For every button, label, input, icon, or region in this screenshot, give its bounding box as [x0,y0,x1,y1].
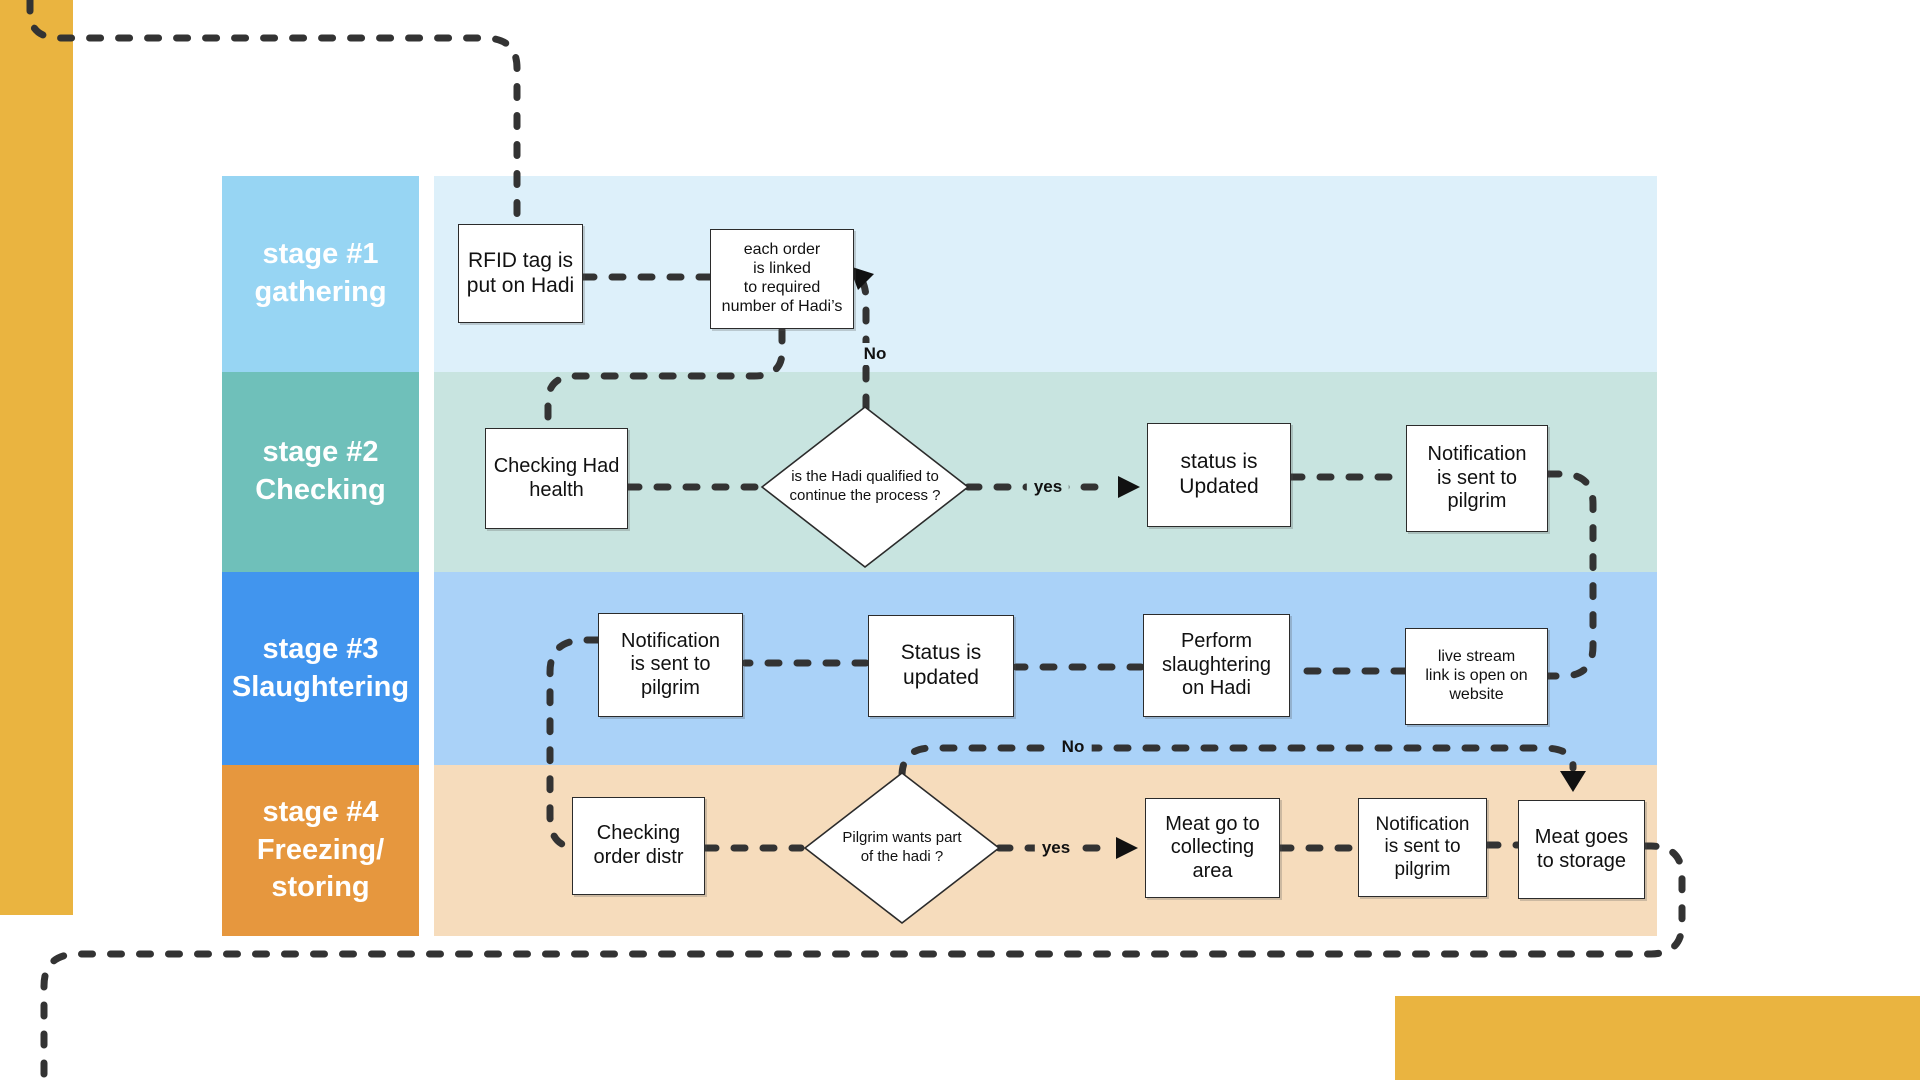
edge-wantspart-no [898,744,1577,780]
edge-label-no-bottom: No [1054,736,1092,758]
node-meat-storage: Meat goes to storage [1518,800,1645,899]
decision-qualified-label: is the Hadi qualified to continue the pr… [789,468,941,504]
lane-band-stage1 [434,176,1657,372]
edge-label-no-top: No [856,343,894,365]
arrowhead-yes-bottom [1116,837,1138,859]
node-notification-stage3: Notification is sent to pilgrim [598,613,743,717]
decision-wants-part-label: Pilgrim wants part of the hadi ? [842,829,962,865]
lane-label-stage4: stage #4 Freezing/ storing [222,765,419,936]
node-check-health: Checking Had health [485,428,628,529]
left-yellow-bar [0,0,73,915]
node-notification-stage2: Notification is sent to pilgrim [1406,425,1548,532]
edge-exit [40,842,1686,1080]
arrowhead-yes-top [1118,476,1140,498]
node-notification-stage4: Notification is sent to pilgrim [1358,798,1487,897]
node-status-updated-stage2: status is Updated [1147,423,1291,527]
arrowhead-no-bottom [1560,771,1586,792]
node-order-linked: each order is linked to required number … [710,229,854,329]
edge-notif3-checkorder [546,636,602,851]
node-meat-collecting-area: Meat go to collecting area [1145,798,1280,898]
edge-order-checkhealth [544,326,786,431]
edge-notif2-live [1544,470,1597,680]
node-live-stream: live stream link is open on website [1405,628,1548,725]
decision-qualified-shape [760,405,970,569]
node-status-updated-stage3: Status is updated [868,615,1014,717]
bottom-right-yellow-bar [1395,996,1920,1080]
lane-label-stage1: stage #1 gathering [222,176,419,372]
lane-label-stage3: stage #3 Slaughtering [222,572,419,765]
node-rfid-tag: RFID tag is put on Hadi [458,224,583,323]
node-check-order-distr: Checking order distr [572,797,705,895]
decision-wants-part-shape [803,771,1001,925]
edge-label-yes-top: yes [1026,476,1070,498]
lane-label-stage2: stage #2 Checking [222,372,419,572]
arrowhead-no-top [849,266,874,290]
edge-entry [26,0,521,226]
edge-qualified-no [848,266,870,412]
edge-label-yes-bottom: yes [1034,837,1078,859]
node-perform-slaughtering: Perform slaughtering on Hadi [1143,614,1290,717]
